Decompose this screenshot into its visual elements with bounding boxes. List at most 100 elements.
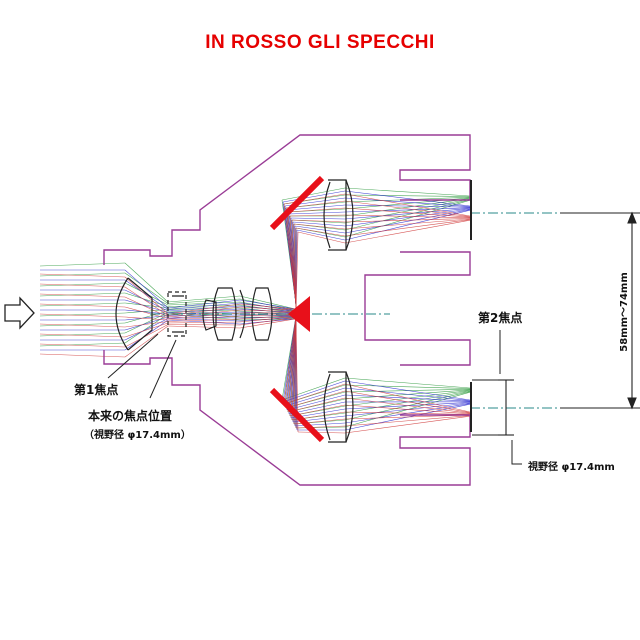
- input-ray: [39, 313, 126, 318]
- upper-mirror-ray: [296, 229, 346, 241]
- converging-ray: [124, 318, 169, 341]
- relay-ray: [167, 315, 241, 321]
- converging-ray: [124, 315, 169, 321]
- label-leader-lines: [107, 330, 522, 465]
- upper-output-ray: [344, 198, 471, 224]
- relay-ray: [239, 318, 297, 329]
- original-focus-position-label: 本来の焦点位置: [88, 408, 172, 423]
- input-ray: [39, 333, 126, 338]
- upper-output-ray: [344, 208, 471, 227]
- converging-ray: [124, 324, 169, 348]
- upper-mirror: [269, 175, 325, 231]
- eye-spacing-dimension: [560, 211, 640, 410]
- relay-ray: [167, 311, 241, 315]
- lower-output-ray: [344, 390, 471, 413]
- input-ray: [39, 282, 126, 287]
- lower-output-ray: [344, 377, 471, 389]
- upper-output-ray: [344, 218, 471, 223]
- converging-ray: [124, 312, 169, 334]
- converging-ray: [124, 276, 169, 315]
- relay-lens-group: [202, 287, 273, 341]
- upper-output-ray: [344, 207, 471, 213]
- upper-mirror-ray: [282, 190, 346, 203]
- field-diameter-second-label: 視野径 φ17.4mm: [527, 460, 615, 473]
- relay-ray: [167, 325, 241, 329]
- converging-ray: [124, 306, 169, 319]
- eye-spacing-label: 58mm〜74mm: [619, 272, 630, 352]
- input-ray: [39, 343, 126, 348]
- lower-output-ray: [344, 415, 471, 427]
- relay-ray: [167, 309, 241, 312]
- lower-split-ray: [287, 317, 297, 413]
- converging-ray: [124, 322, 169, 338]
- upper-output-ray: [344, 199, 471, 231]
- upper-output-ray: [344, 187, 471, 197]
- upper-output-ray: [344, 197, 471, 207]
- upper-mirror-ray: [291, 219, 346, 223]
- converging-ray: [124, 309, 169, 315]
- input-ray: [39, 322, 126, 327]
- upper-mirror-ray: [290, 217, 346, 220]
- converging-ray: [124, 309, 169, 314]
- converging-ray: [124, 269, 169, 309]
- relay-ray: [167, 301, 241, 306]
- upper-output-ray: [344, 207, 471, 218]
- relay-ray: [239, 314, 297, 320]
- relay-ray: [239, 306, 297, 311]
- upper-output-ray: [344, 199, 471, 238]
- upper-output-ray: [344, 209, 471, 241]
- upper-output-ray: [344, 194, 471, 197]
- relay-ray: [167, 308, 241, 313]
- upper-output-ray: [344, 204, 471, 208]
- converging-ray: [124, 272, 169, 304]
- lower-mirror-ray: [282, 380, 346, 403]
- input-ray: [39, 303, 126, 308]
- upper-output-ray: [344, 214, 471, 219]
- lower-split-ray: [289, 318, 297, 417]
- upper-split-ray: [295, 231, 299, 312]
- converging-ray: [124, 262, 169, 303]
- upper-output-ray: [344, 200, 471, 217]
- upper-mirror-ray: [295, 227, 346, 237]
- input-light-arrow-icon: [4, 296, 35, 330]
- input-ray: [39, 283, 126, 288]
- upper-split-ray: [293, 223, 297, 310]
- upper-output-ray: [344, 190, 471, 207]
- input-ray: [39, 312, 126, 317]
- relay-ray: [167, 318, 241, 322]
- input-ray: [39, 273, 126, 278]
- lower-split-ray: [293, 320, 297, 425]
- upper-output-ray: [344, 209, 471, 234]
- relay-ray: [167, 313, 241, 321]
- lower-mirror-ray: [295, 425, 346, 429]
- binocular-housing-outline: [103, 134, 471, 486]
- upper-mirror-ray: [288, 211, 346, 215]
- lower-output-ray: [344, 397, 471, 414]
- upper-mirror-ray: [287, 207, 346, 213]
- upper-output-window: [470, 180, 472, 240]
- converging-ray: [124, 279, 169, 310]
- upper-mirror-ray: [294, 225, 346, 234]
- relay-ray: [167, 295, 241, 303]
- second-focus-marker: [472, 379, 514, 436]
- relay-ray: [239, 309, 297, 312]
- converging-ray: [124, 313, 169, 344]
- relay-ray: [239, 295, 297, 310]
- upper-mirror-ray: [286, 204, 346, 211]
- field-diameter-first-label: （視野径 φ17.4mm）: [84, 428, 191, 441]
- converging-ray: [124, 296, 169, 318]
- lower-output-window: [470, 382, 472, 432]
- input-ray: [39, 262, 126, 267]
- relay-ray: [239, 303, 297, 310]
- lower-split-ray: [283, 315, 297, 405]
- lower-output-ray: [344, 415, 471, 434]
- field-lens-group: [167, 291, 187, 337]
- relay-ray: [239, 313, 297, 317]
- converging-ray: [124, 325, 169, 358]
- second-focus-label: 第2焦点: [478, 310, 522, 325]
- input-ray: [39, 293, 126, 298]
- relay-ray: [167, 316, 241, 319]
- converging-ray: [124, 321, 169, 328]
- input-ray: [39, 292, 126, 297]
